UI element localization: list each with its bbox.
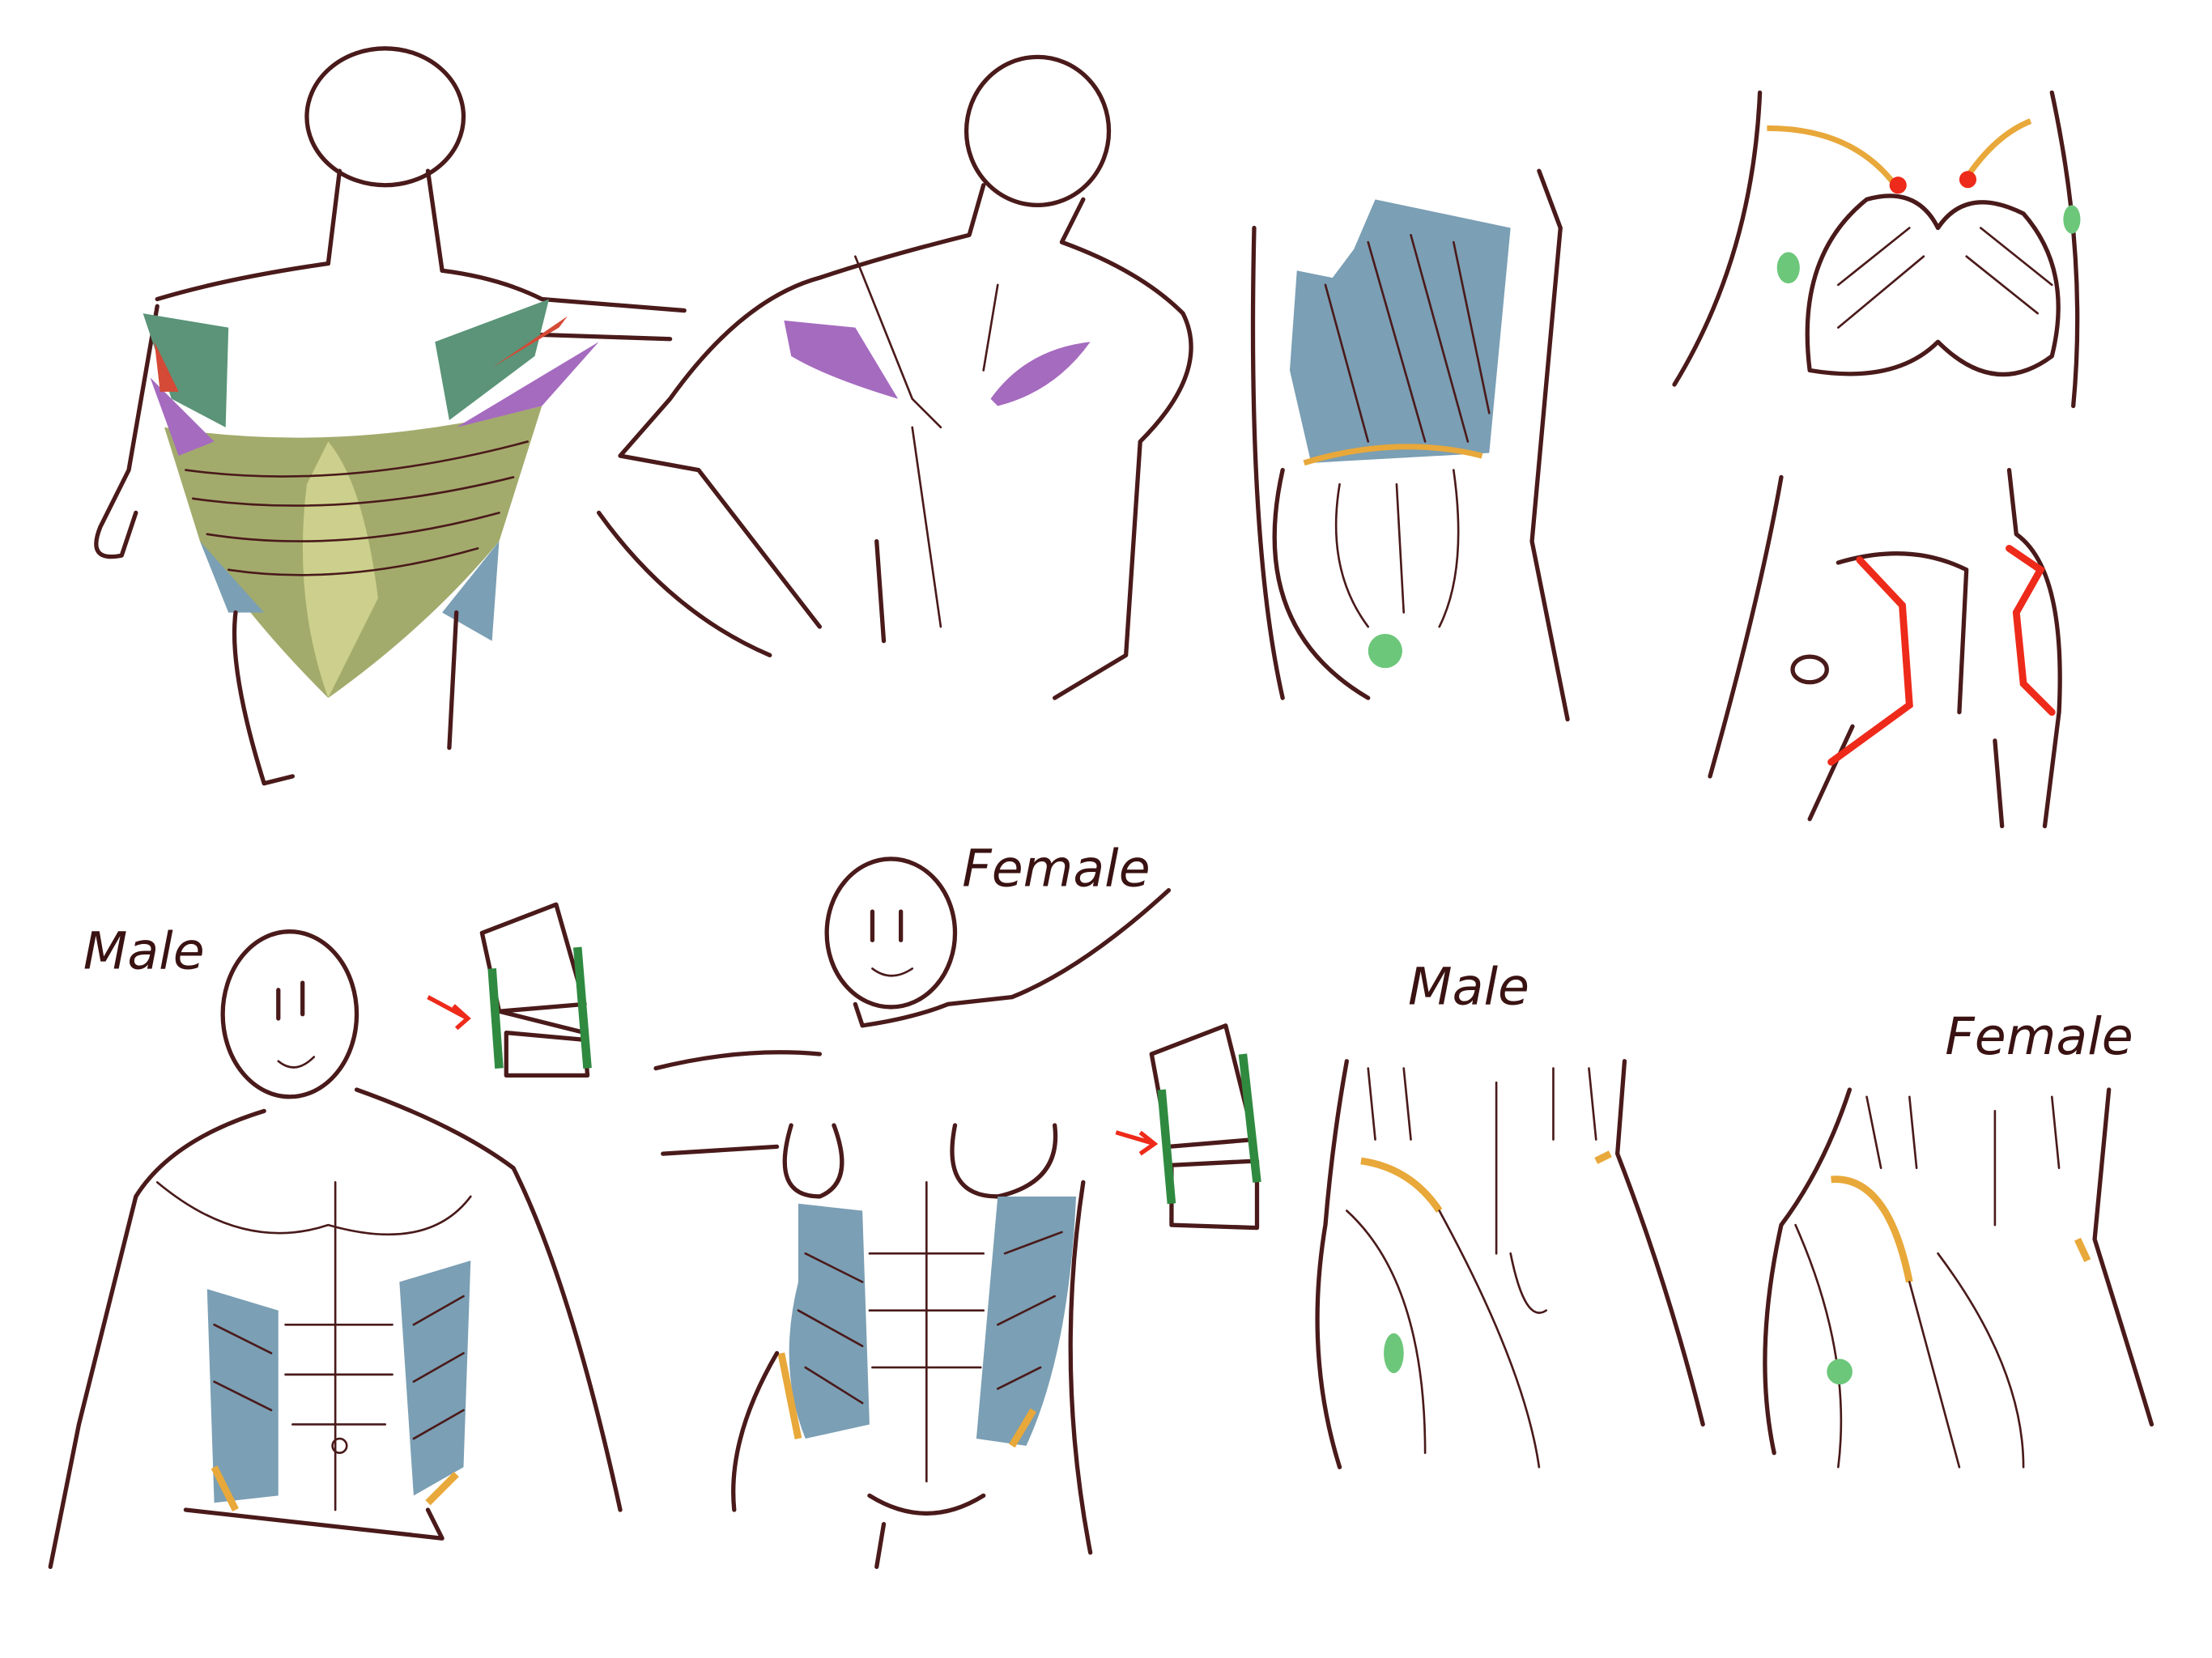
obliques-right-female <box>976 1196 1077 1446</box>
female-hips-figure: Female <box>1763 1006 2155 1469</box>
female-torso-figure: Female <box>653 838 1261 1570</box>
back-teres-figure <box>596 54 1193 700</box>
label-female-hips: Female <box>1945 1006 2133 1066</box>
label-female-torso: Female <box>962 838 1150 898</box>
male-torso-figure: Male <box>48 902 623 1570</box>
back-view-figure <box>94 46 687 786</box>
glutes-side-figure <box>1708 467 2062 829</box>
side-view-figure <box>1250 168 1570 722</box>
label-male-torso: Male <box>83 920 205 980</box>
lats-side <box>1289 199 1511 463</box>
obliques-left-female <box>789 1203 870 1439</box>
landmark-dot <box>1368 633 1402 669</box>
deltoid-right <box>435 299 550 421</box>
label-male-hips: Male <box>1408 956 1529 1016</box>
teres-major-left <box>784 320 899 399</box>
male-hips-figure: Male <box>1315 956 1705 1469</box>
glutes-back-figure <box>1672 90 2081 409</box>
obliques-right-male <box>399 1261 471 1496</box>
teres-major-right <box>990 342 1091 406</box>
deltoid-left <box>143 313 229 427</box>
